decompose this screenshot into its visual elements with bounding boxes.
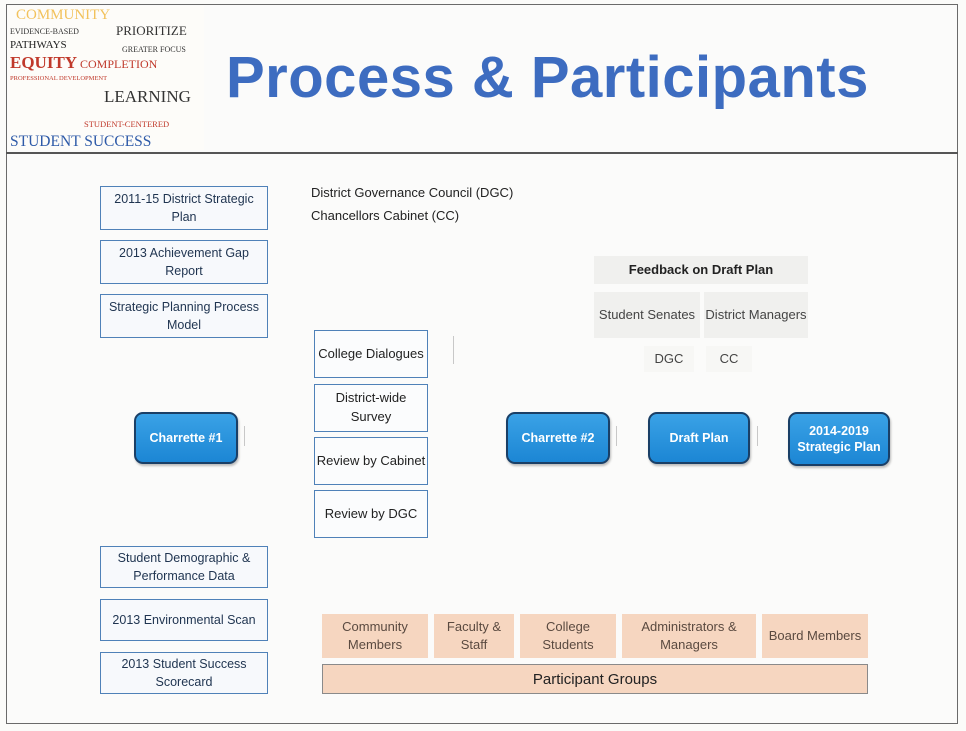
step-college-dialogues: College Dialogues — [314, 330, 428, 378]
feedback-title: Feedback on Draft Plan — [594, 256, 808, 284]
governance-dgc: District Governance Council (DGC) — [311, 185, 514, 200]
input-doc-environmental-scan: 2013 Environmental Scan — [100, 599, 268, 641]
milestone-charrette-2: Charrette #2 — [506, 412, 610, 464]
word-cloud-word: GREATER FOCUS — [122, 45, 186, 54]
word-cloud-word: LEARNING — [104, 87, 191, 106]
milestone-strategic-plan: 2014-2019 Strategic Plan — [788, 412, 890, 466]
governance-cc: Chancellors Cabinet (CC) — [311, 208, 460, 223]
word-cloud-word: COMMUNITY — [16, 7, 111, 23]
participant-college-students: College Students — [520, 614, 616, 658]
input-doc-achievement-gap-report: 2013 Achievement Gap Report — [100, 240, 268, 284]
step-district-survey: District-wide Survey — [314, 384, 428, 432]
participant-board-members: Board Members — [762, 614, 868, 658]
slide-title: Process & Participants — [226, 45, 869, 110]
milestone-draft-plan: Draft Plan — [648, 412, 750, 464]
feedback-cc: CC — [706, 346, 752, 372]
step-review-dgc: Review by DGC — [314, 490, 428, 538]
word-cloud-word: STUDENT SUCCESS — [10, 133, 152, 150]
word-cloud-word: PRIORITIZE — [116, 23, 187, 38]
feedback-district-managers: District Managers — [704, 292, 808, 338]
word-cloud-logo: COMMUNITY EVIDENCE-BASED PRIORITIZE PATH… — [8, 6, 204, 150]
input-doc-demographic-data: Student Demographic & Performance Data — [100, 546, 268, 588]
milestone-charrette-1: Charrette #1 — [134, 412, 238, 464]
input-doc-success-scorecard: 2013 Student Success Scorecard — [100, 652, 268, 694]
input-doc-process-model: Strategic Planning Process Model — [100, 294, 268, 338]
connector-tick — [244, 426, 245, 446]
header-divider — [6, 152, 958, 154]
connector-tick — [453, 336, 454, 364]
input-doc-district-strategic-plan: 2011-15 District Strategic Plan — [100, 186, 268, 230]
participant-faculty-staff: Faculty & Staff — [434, 614, 514, 658]
connector-tick — [616, 426, 617, 446]
feedback-dgc: DGC — [644, 346, 694, 372]
word-cloud-word: EVIDENCE-BASED — [10, 27, 79, 36]
participant-administrators-managers: Administrators & Managers — [622, 614, 756, 658]
word-cloud-word: EQUITY — [10, 53, 78, 72]
participant-community-members: Community Members — [322, 614, 428, 658]
feedback-student-senates: Student Senates — [594, 292, 700, 338]
connector-tick — [757, 426, 758, 446]
word-cloud-word: STUDENT-CENTERED — [84, 119, 170, 129]
word-cloud-word: PROFESSIONAL DEVELOPMENT — [10, 75, 108, 82]
word-cloud-word: COMPLETION — [80, 57, 158, 71]
step-review-cabinet: Review by Cabinet — [314, 437, 428, 485]
participant-groups-label: Participant Groups — [322, 664, 868, 694]
word-cloud-word: PATHWAYS — [10, 39, 67, 51]
